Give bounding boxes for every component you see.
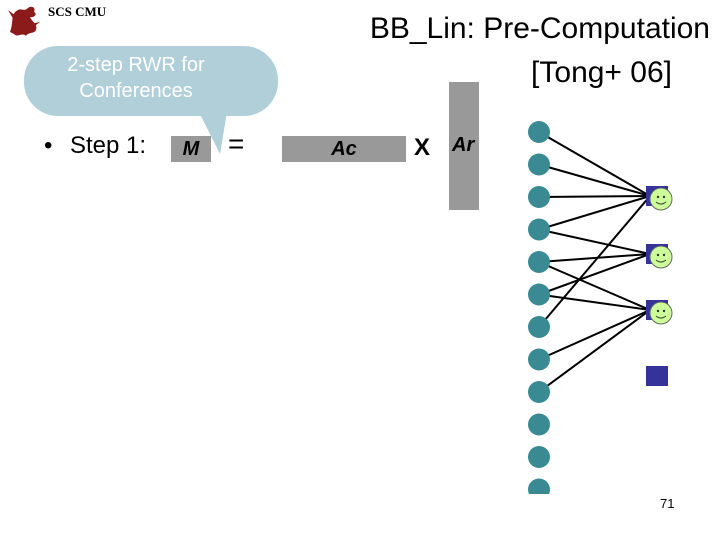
author-node xyxy=(646,366,668,386)
smiley-eye-icon xyxy=(662,195,666,199)
graph-edge xyxy=(538,309,651,361)
matrix-ar-label: Ar xyxy=(452,134,475,156)
dragon-logo-icon xyxy=(8,6,40,36)
smiley-mouth-icon xyxy=(655,259,667,263)
smiley-eye-icon xyxy=(656,253,660,257)
smiley-face-icon xyxy=(649,301,673,325)
callout-text: 2-step RWR for Conferences xyxy=(67,54,205,102)
smiley-eye-icon xyxy=(656,309,660,313)
graph-edge xyxy=(538,253,651,263)
conference-node xyxy=(528,251,550,273)
graph-edge xyxy=(538,195,651,328)
conference-node xyxy=(528,121,550,143)
smiley-eye-icon xyxy=(656,195,660,199)
graph-edge xyxy=(538,253,651,296)
conference-node xyxy=(528,153,550,176)
callout-bubble xyxy=(24,46,278,154)
bullet-dot: • xyxy=(44,132,53,159)
graph-edge xyxy=(538,309,651,393)
page-number: 71 xyxy=(660,496,675,511)
bipartite-graph xyxy=(528,121,673,494)
slide-title-citation: [Tong+ 06] xyxy=(531,56,672,89)
conference-node xyxy=(528,413,550,436)
brand-label: SCS CMU xyxy=(48,4,107,19)
graph-edge xyxy=(538,131,651,197)
matrix-m: M xyxy=(171,136,211,162)
smiley-mouth-icon xyxy=(655,315,667,319)
graph-edge xyxy=(538,228,651,255)
step-bullet: • Step 1: xyxy=(44,132,146,160)
slide-title: BB_Lin: Pre-Computation xyxy=(369,12,710,45)
smiley-mouth-icon xyxy=(655,201,667,205)
smiley-face-icon xyxy=(649,245,673,269)
graph-edge xyxy=(538,261,651,311)
smiley-eye-icon xyxy=(662,253,666,257)
conference-node xyxy=(528,348,550,371)
graph-edge xyxy=(538,163,651,197)
times-sign: X xyxy=(414,134,431,161)
graph-edge xyxy=(538,195,651,231)
conference-node xyxy=(528,381,550,403)
smiley-face-icon xyxy=(649,187,673,211)
graph-edge xyxy=(538,293,651,311)
equals-sign: = xyxy=(228,128,245,159)
conference-node xyxy=(528,478,550,494)
conference-node xyxy=(528,218,550,241)
matrix-ar xyxy=(449,82,479,210)
smiley-eye-icon xyxy=(662,309,666,313)
conference-node xyxy=(528,446,550,468)
step-label: Step 1: xyxy=(70,132,147,159)
matrix-ac: Ac xyxy=(282,136,406,162)
conference-node xyxy=(528,316,550,338)
graph-edge xyxy=(538,195,651,198)
conference-node xyxy=(528,186,550,208)
conference-node xyxy=(528,283,550,306)
